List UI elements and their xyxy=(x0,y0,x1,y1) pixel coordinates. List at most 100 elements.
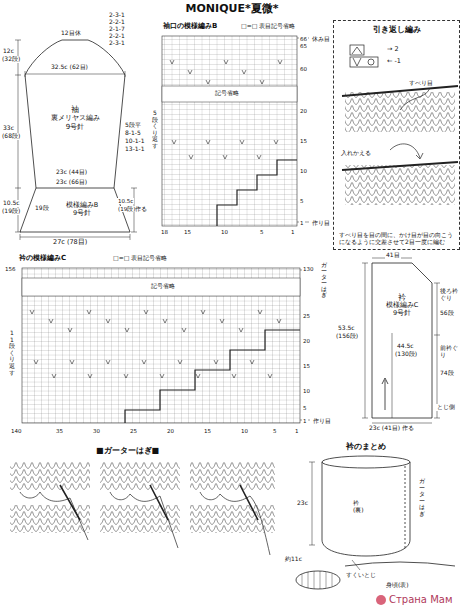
pattern-label: 10.5c xyxy=(117,198,134,204)
pattern-label: 10-1-1 xyxy=(124,138,146,145)
knit-fabric xyxy=(190,462,275,490)
row-arrow xyxy=(300,270,315,420)
pattern-label: 23c (41目) 作る xyxy=(368,425,415,432)
slip-stitch-mark xyxy=(268,374,272,378)
piece-note: 模様編みC xyxy=(386,302,419,310)
pattern-label: 2-1-7 xyxy=(108,26,126,33)
pattern-label: 12c xyxy=(2,48,15,55)
pattern-label: 作り目 xyxy=(311,220,331,226)
slip-stitch-mark xyxy=(242,70,246,74)
pattern-label: 41目 xyxy=(385,252,401,259)
pattern-label: 衿の模様編みC xyxy=(18,254,67,262)
slip-stitch-mark xyxy=(189,155,193,159)
leader-line xyxy=(352,560,360,570)
page-title: MONIQUE*夏微* xyxy=(185,3,280,16)
pattern-label: 66 xyxy=(299,36,308,42)
pattern-label: 15 xyxy=(183,229,192,235)
pattern-label: 2-3-1 xyxy=(108,40,126,47)
piece-name: 引き返し編み xyxy=(339,25,454,35)
needle xyxy=(342,86,458,96)
pattern-label: 5段くり返す xyxy=(151,110,159,150)
slip-stitch-mark xyxy=(49,319,53,323)
slip-stitch-mark xyxy=(30,310,34,314)
pattern-label: 後ろ衿ぐり xyxy=(439,288,461,302)
slip-stitch-mark xyxy=(34,360,38,364)
swap-arrow xyxy=(390,144,423,159)
pattern-label: 1 xyxy=(299,220,305,226)
slip-stitch-mark xyxy=(178,360,182,364)
pattern-label: 23c (44目) xyxy=(55,169,88,176)
chart-symbols xyxy=(30,60,282,378)
pattern-label: 前衿ぐり xyxy=(439,345,461,359)
slip-stitch-mark xyxy=(125,328,129,332)
chart-grid xyxy=(162,36,297,226)
pattern-label: 30 xyxy=(92,428,101,434)
pattern-label: (156段) xyxy=(335,333,359,340)
pattern-label: 5段平 xyxy=(124,122,142,129)
knit-direction-arrow xyxy=(382,378,388,410)
short-row-steps xyxy=(217,160,297,226)
pattern-label: 13-1-1 xyxy=(124,146,146,153)
pattern-label: 140 xyxy=(10,428,23,434)
pattern-label: 15 xyxy=(203,428,212,434)
slip-symbol xyxy=(353,58,361,66)
pattern-label: ガーターはぎ xyxy=(320,262,328,298)
collar-finishing xyxy=(296,456,455,605)
dimension-line xyxy=(309,462,315,545)
pattern-label: 10.5c xyxy=(2,200,21,207)
chart-grid xyxy=(22,268,300,423)
garter-graft-illustration xyxy=(10,462,275,555)
collar-tube-top xyxy=(322,456,410,468)
pattern-label: (32段) xyxy=(1,56,21,63)
pattern-label: 32.5c (62目) xyxy=(50,64,89,71)
piece-note: 裏メリヤス編み xyxy=(51,114,100,122)
row-arrow xyxy=(297,38,309,222)
knit-fabric xyxy=(190,505,275,533)
pattern-label: 74段 xyxy=(439,370,455,377)
slip-stitch-mark xyxy=(68,328,72,332)
knit-fabric xyxy=(100,462,180,490)
pattern-label: 5 xyxy=(259,229,265,235)
pattern-label: 25 xyxy=(129,428,138,434)
pattern-label: 23c xyxy=(296,500,309,507)
pattern-label: (19段) xyxy=(1,208,21,215)
slip-stitch-mark xyxy=(106,319,110,323)
pattern-label: (68段) xyxy=(1,133,21,140)
pattern-label: 10 xyxy=(240,428,249,434)
symbol-box xyxy=(350,45,364,55)
slip-stitch-mark xyxy=(201,310,205,314)
watermark-logo xyxy=(376,595,386,605)
slip-stitch-mark xyxy=(182,328,186,332)
slip-stitch-mark xyxy=(250,360,254,364)
pattern-label: 5 xyxy=(302,405,308,411)
collar-schematic xyxy=(362,258,440,423)
slip-stitch-mark xyxy=(239,328,243,332)
symbol-box xyxy=(350,57,378,67)
pattern-label: とじ側 xyxy=(436,404,456,411)
slip-stitch-mark xyxy=(172,140,176,144)
pattern-label: → 2 xyxy=(386,46,400,53)
ring-stripes xyxy=(302,571,332,589)
technique-box: 引き返し編みすべり目を目の間に、かけ目が目の向こうになるように交差させて2目一度… xyxy=(333,20,460,250)
slip-stitch-mark xyxy=(260,80,264,84)
slip-stitch-mark xyxy=(257,155,261,159)
slip-stitch-mark xyxy=(87,310,91,314)
collar-outline xyxy=(372,263,432,418)
tapestry-needle xyxy=(60,485,258,520)
pattern-label: 20 xyxy=(302,338,311,344)
slip-stitch-mark xyxy=(88,374,92,378)
neck-ring xyxy=(296,571,340,589)
needle xyxy=(342,162,458,170)
pattern-label: 10 xyxy=(299,168,308,174)
pattern-label: 65 xyxy=(299,43,308,49)
omitted-band xyxy=(22,278,300,296)
pattern-label: 2-2-1 xyxy=(108,33,126,40)
piece-note: 9号針 xyxy=(51,123,100,131)
pattern-label: 衿 (裏) xyxy=(352,500,370,514)
knit-fabric xyxy=(345,92,455,132)
omitted-band xyxy=(162,86,297,102)
slip-stitch-mark xyxy=(70,360,74,364)
pattern-label: 20 xyxy=(299,108,308,114)
pattern-label: 156 xyxy=(4,266,17,272)
pattern-label: 8-1-5 xyxy=(124,130,142,137)
